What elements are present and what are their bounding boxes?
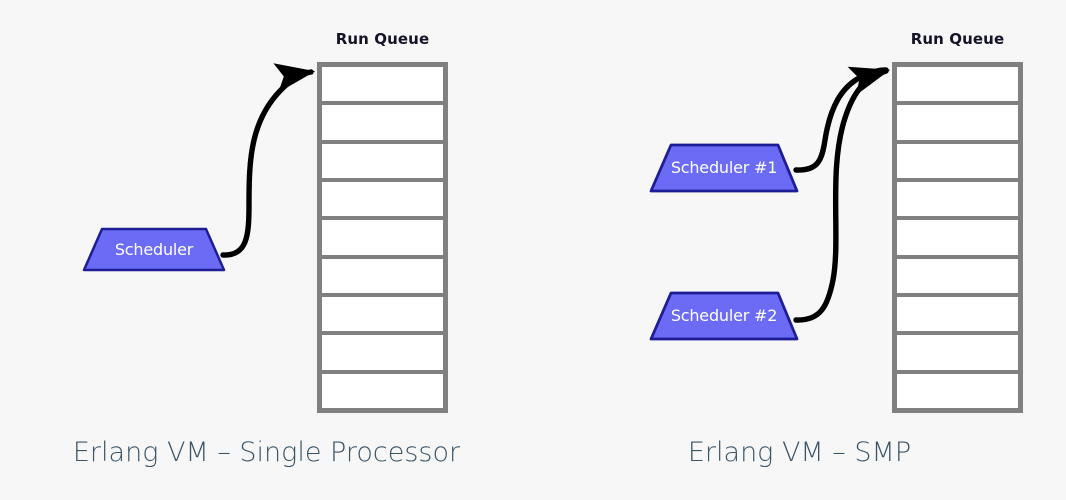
queue-cell — [322, 373, 443, 408]
scheduler-label: Scheduler — [114, 239, 194, 259]
queue-cell — [897, 143, 1018, 178]
queue-cell — [322, 143, 443, 178]
queue-cell — [897, 296, 1018, 332]
queue-cell — [322, 67, 443, 102]
run-queue-title: Run Queue — [335, 30, 430, 48]
queue-cell — [897, 335, 1018, 370]
run-queue — [892, 62, 1023, 413]
queue-cell — [322, 181, 443, 217]
diagram-single-processor: Run Queue Scheduler Erlang VM – Single P… — [72, 30, 461, 468]
scheduler-2-node[interactable]: Scheduler #2 — [649, 291, 799, 341]
queue-cell — [897, 181, 1018, 217]
scheduler-trapezoid-icon — [649, 291, 799, 341]
queue-cell — [322, 105, 443, 140]
queue-cell — [322, 258, 443, 293]
queue-cell — [322, 296, 443, 332]
diagram-caption: Erlang VM – Single Processor — [72, 437, 461, 468]
arrow-layer — [220, 63, 316, 258]
queue-cell — [322, 335, 443, 370]
scheduler-2-label: Scheduler #2 — [670, 306, 778, 325]
diagram-smp: Run Queue Scheduler #1 Scheduler #2 — [533, 0, 1066, 500]
scheduler-trapezoid-icon — [82, 227, 226, 272]
queue-cell — [897, 258, 1018, 293]
queue-cell — [897, 67, 1018, 102]
scheduler-1-node[interactable]: Scheduler #1 — [649, 143, 799, 193]
scheduler-1-label: Scheduler #1 — [670, 158, 778, 177]
arrow-scheduler-1-to-queue — [793, 67, 889, 173]
scheduler-node[interactable]: Scheduler — [82, 227, 226, 272]
arrow-scheduler-to-queue — [220, 63, 316, 258]
queue-cell — [322, 220, 443, 255]
run-queue — [317, 62, 448, 413]
queue-cell — [897, 373, 1018, 408]
queue-cell — [897, 220, 1018, 255]
diagram-caption: Erlang VM – SMP — [687, 437, 912, 468]
arrow-scheduler-2-to-queue — [793, 66, 891, 323]
queue-cell — [897, 105, 1018, 140]
run-queue-title: Run Queue — [910, 30, 1005, 48]
